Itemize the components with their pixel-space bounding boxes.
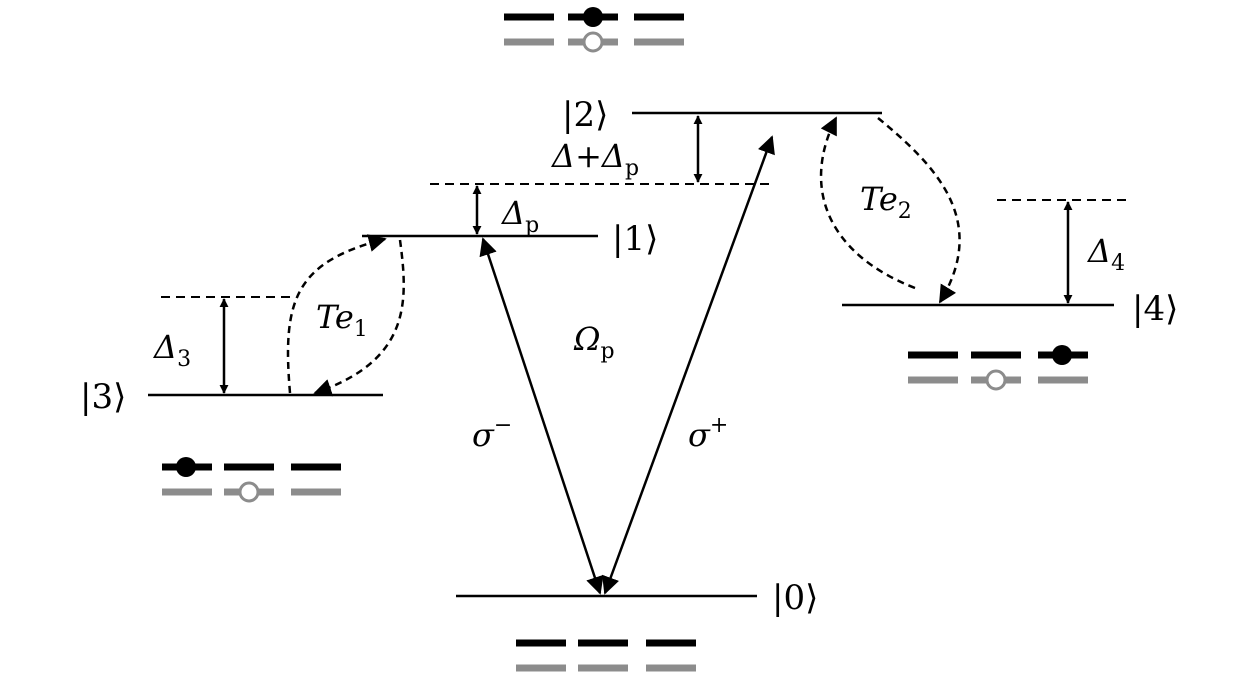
delta4-label: Δ4: [1086, 232, 1125, 276]
occupation-icon-state-2: [504, 7, 684, 53]
sigma-minus-arrow: [479, 237, 604, 595]
delta3-label: Δ3: [152, 328, 191, 372]
delta-p-label: Δp: [500, 194, 539, 238]
sigma-minus-label: σ−: [472, 413, 512, 454]
sigma-plus-label: σ+: [688, 413, 728, 454]
occupation-icon-state-4: [908, 345, 1088, 391]
delta-sum-label: Δ+Δp: [550, 137, 639, 181]
level-1-label: |1⟩: [612, 219, 658, 259]
sigma-plus-arrow: [602, 135, 775, 595]
te1-label: Te1: [316, 298, 368, 342]
level-3-label: |3⟩: [80, 377, 126, 417]
hole-icon: [582, 31, 604, 53]
level-2-label: |2⟩: [562, 95, 608, 135]
te2-label: Te2: [860, 180, 912, 224]
level-0-label: |0⟩: [772, 578, 818, 618]
electron-icon: [1052, 345, 1072, 365]
te2-down-curve: [877, 117, 961, 304]
te2-up-curve: [819, 116, 916, 290]
electron-icon: [176, 457, 196, 477]
hole-icon: [985, 369, 1007, 391]
electron-icon: [583, 7, 603, 27]
te1-up-curve: [286, 234, 387, 394]
occupation-icon-state-0: [516, 639, 696, 672]
hole-icon: [238, 481, 260, 503]
te1-down-curve: [313, 239, 405, 397]
level-4-label: |4⟩: [1132, 289, 1178, 329]
occupation-icon-state-3: [162, 457, 341, 503]
omega-p-label: Ωp: [573, 320, 615, 364]
